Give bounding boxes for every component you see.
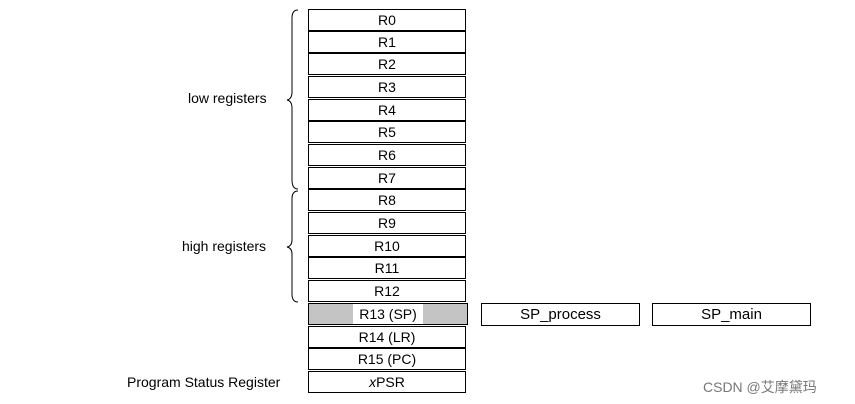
register-xpsr: xPSR bbox=[308, 371, 466, 393]
register-r7: R7 bbox=[308, 167, 466, 189]
register-r15-pc: R15 (PC) bbox=[308, 348, 466, 370]
register-r12: R12 bbox=[308, 280, 466, 302]
sp-process-box: SP_process bbox=[481, 303, 640, 326]
sp-shade-left bbox=[309, 304, 353, 324]
low-registers-brace bbox=[286, 9, 299, 190]
register-r5: R5 bbox=[308, 121, 466, 143]
xpsr-suffix: PSR bbox=[376, 374, 405, 390]
register-r3: R3 bbox=[308, 76, 466, 98]
sp-main-box: SP_main bbox=[652, 303, 811, 326]
register-r2: R2 bbox=[308, 53, 466, 75]
register-r0: R0 bbox=[308, 9, 466, 31]
register-r13-sp: R13 (SP) bbox=[308, 303, 468, 325]
watermark: CSDN @艾摩黛玛 bbox=[703, 379, 817, 395]
xpsr-prefix: x bbox=[369, 374, 377, 390]
register-r8: R8 bbox=[308, 189, 466, 211]
program-status-register-label: Program Status Register bbox=[127, 374, 281, 390]
sp-shade-right bbox=[423, 304, 467, 324]
register-r10: R10 bbox=[308, 235, 466, 257]
register-r9: R9 bbox=[308, 212, 466, 234]
register-r11: R11 bbox=[308, 257, 466, 279]
register-r13-label: R13 (SP) bbox=[359, 306, 417, 322]
low-registers-label: low registers bbox=[188, 90, 267, 106]
register-r14-lr: R14 (LR) bbox=[308, 326, 466, 348]
register-r6: R6 bbox=[308, 144, 466, 166]
register-r1: R1 bbox=[308, 31, 466, 53]
register-r4: R4 bbox=[308, 99, 466, 121]
high-registers-label: high registers bbox=[182, 238, 267, 254]
high-registers-brace bbox=[286, 190, 299, 303]
